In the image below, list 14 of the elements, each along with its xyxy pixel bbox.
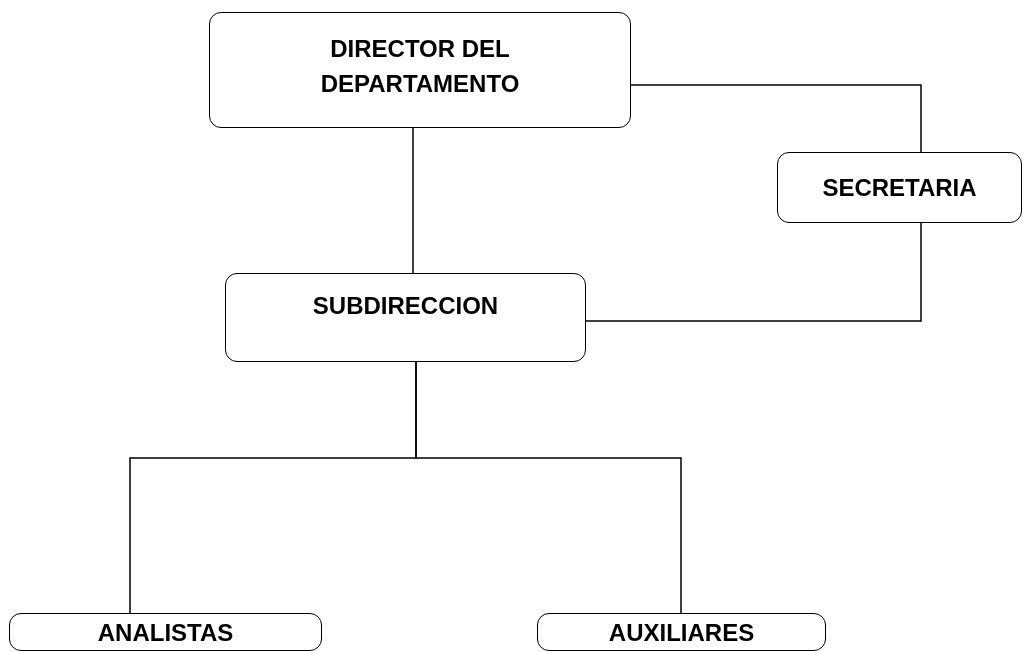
box-label: SECRETARIA [822,173,977,203]
box-label: SUBDIRECCION [312,291,499,321]
org-box [537,613,826,651]
connector-line [585,222,922,322]
box-label: DIRECTOR DEL DEPARTAMENTO [319,34,521,99]
box-label: AUXILIARES [608,617,755,648]
org-box [9,613,322,651]
connector-line [412,127,414,274]
connector-line [415,361,682,614]
org-box [225,273,586,362]
org-box [209,12,631,128]
org-box [777,152,1022,223]
connector-line [630,84,922,153]
box-label: ANALISTAS [97,617,234,648]
